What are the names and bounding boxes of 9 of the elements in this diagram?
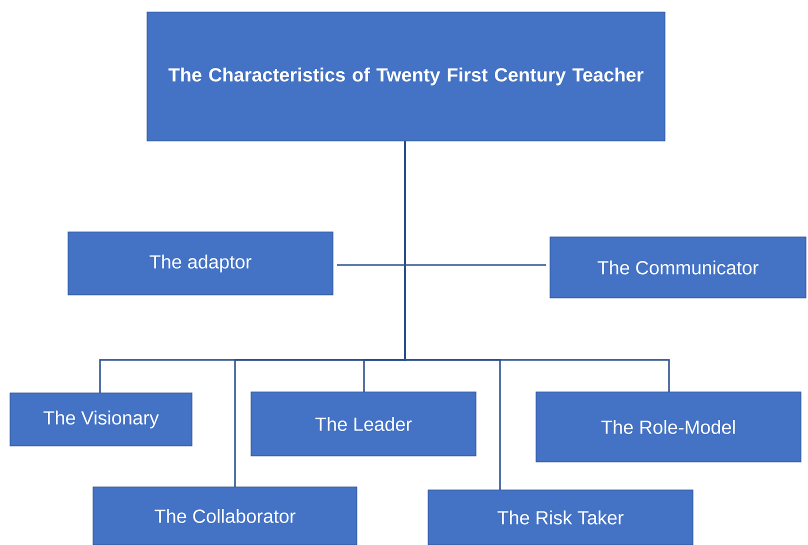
- characteristic-box: The Communicator: [550, 236, 806, 298]
- characteristic-box: The Collaborator: [92, 486, 358, 545]
- connector-line: [404, 141, 670, 392]
- characteristic-box: The Risk Taker: [428, 490, 694, 545]
- characteristic-box: The adaptor: [68, 232, 334, 296]
- characteristic-box: The Leader: [250, 392, 476, 456]
- characteristic-box: The Visionary: [10, 392, 192, 446]
- characteristic-box: The Role-Model: [536, 392, 802, 462]
- title-box: The Characteristics of Twenty First Century Teacher: [146, 12, 666, 142]
